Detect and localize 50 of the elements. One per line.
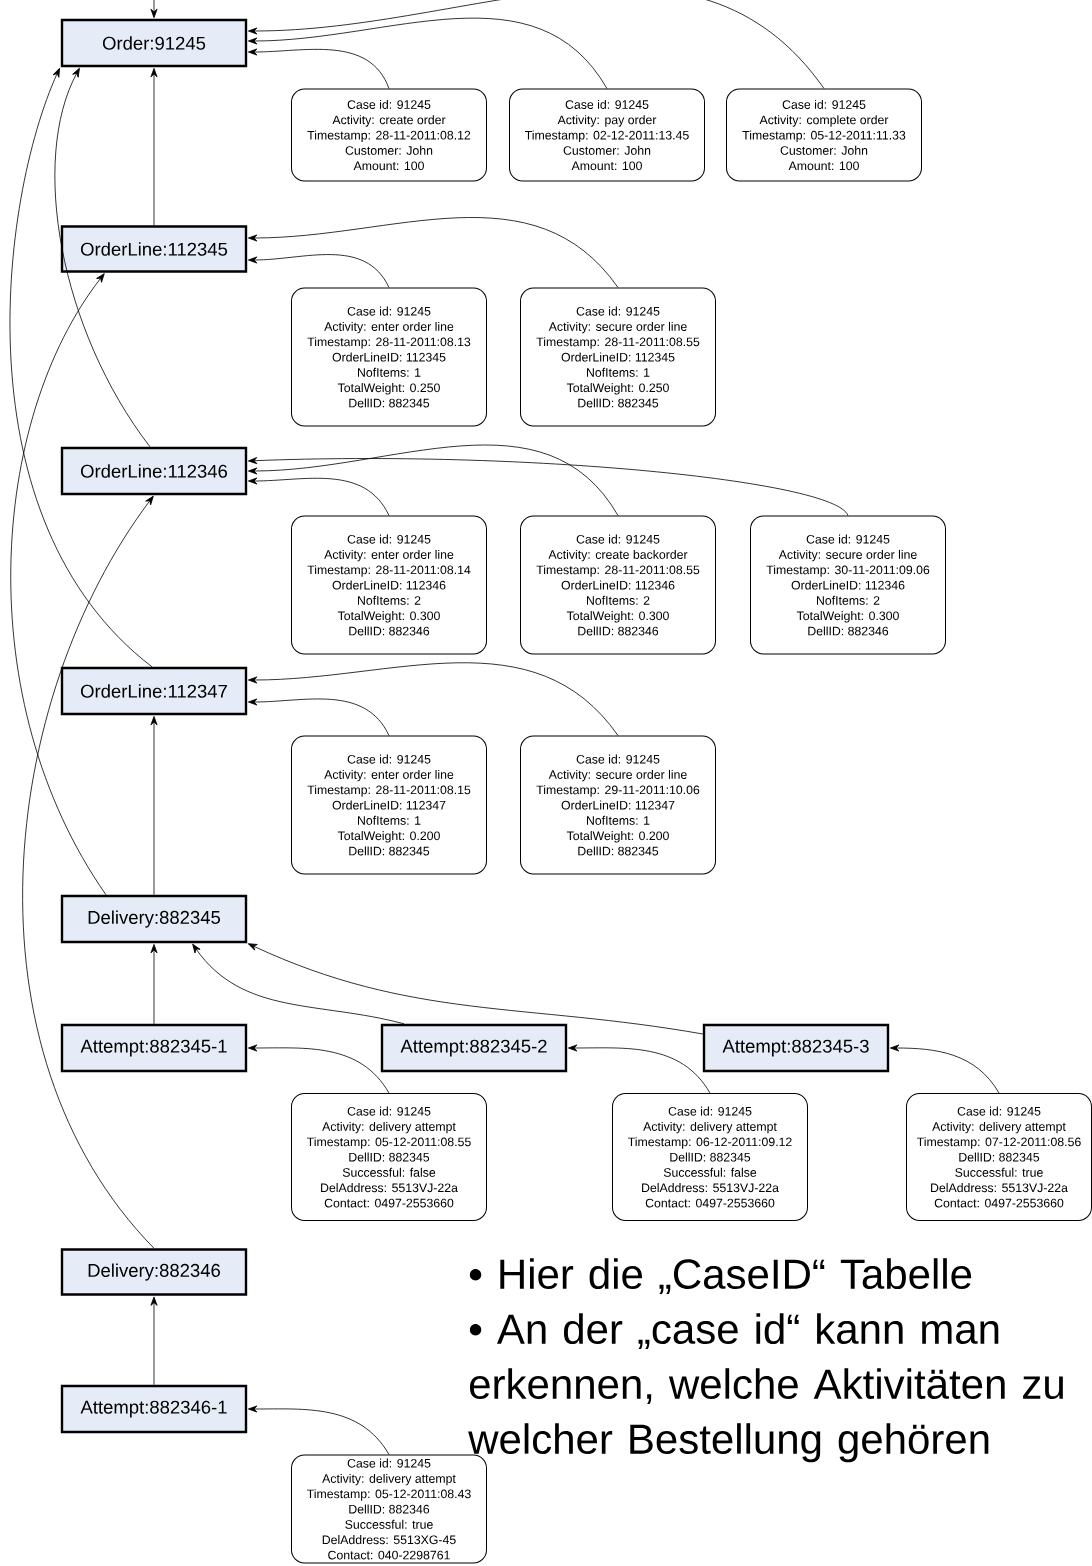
entity-box: Delivery:882346 <box>60 1248 248 1296</box>
arrow <box>247 1044 390 1094</box>
entity-box: OrderLine:112345 <box>60 225 248 273</box>
arrow <box>247 217 619 288</box>
arrow <box>22 495 155 1249</box>
event-box: Case id: 91245 Activity: secure order line Timestamp: 30-11-2011:09.06 OrderLineID: 112346 NofItems: 2 TotalWeight: 0.300 DellID: 882346 <box>750 515 946 655</box>
arrow <box>247 698 390 736</box>
event-box: Case id: 91245 Activity: complete order Timestamp: 05-12-2011:11.33 Customer: John Amount: 100 <box>726 88 922 182</box>
entity-box: Attempt:882345-3 <box>702 1023 890 1073</box>
event-box: Case id: 91245 Activity: delivery attempt Timestamp: 06-12-2011:09.12 DellID: 882345 Successful: false DelAddress: 5513VJ-22a Contact: 0497-2553660 <box>612 1093 808 1221</box>
arrow <box>150 944 158 1025</box>
arrow <box>10 273 107 896</box>
arrow <box>247 943 704 1035</box>
arrow <box>567 1044 711 1094</box>
event-box: Case id: 91245 Activity: create backorder Timestamp: 28-11-2011:08.55 OrderLineID: 112346 NofItems: 2 TotalWeight: 0.300 DellID: 882346 <box>520 515 716 655</box>
entity-box: OrderLine:112347 <box>60 666 248 716</box>
event-box: Case id: 91245 Activity: secure order line Timestamp: 28-11-2011:08.55 OrderLineID: 112345 NofItems: 1 TotalWeight: 0.250 DellID: 882345 <box>520 287 716 427</box>
arrow <box>247 254 390 288</box>
arrow <box>9 67 153 668</box>
event-box: Case id: 91245 Activity: enter order line Timestamp: 28-11-2011:08.15 OrderLineID: 112347 NofItems: 1 TotalWeight: 0.200 DellID: 882345 <box>291 735 487 875</box>
event-box: Case id: 91245 Activity: secure order line Timestamp: 29-11-2011:10.06 OrderLineID: 112347 NofItems: 1 TotalWeight: 0.200 DellID: 882345 <box>520 735 716 875</box>
event-box: Case id: 91245 Activity: pay order Timestamp: 02-12-2011:13.45 Customer: John Amount: 100 <box>509 88 705 182</box>
event-box: Case id: 91245 Activity: create order Timestamp: 28-11-2011:08.12 Customer: John Amount: 100 <box>291 88 487 182</box>
arrow <box>247 444 619 516</box>
entity-box: Attempt:882346-1 <box>60 1384 248 1434</box>
entity-box: Attempt:882345-1 <box>60 1023 248 1073</box>
entity-box: OrderLine:112346 <box>60 446 248 496</box>
arrow <box>247 457 849 516</box>
entity-box: Order:91245 <box>60 18 248 68</box>
arrow <box>247 0 825 89</box>
event-box: Case id: 91245 Activity: delivery attempt Timestamp: 05-12-2011:08.43 DellID: 882346 Successful: true DelAddress: 5513XG-45 Contact: 040-2298761 <box>291 1454 487 1564</box>
event-box: Case id: 91245 Activity: delivery attempt Timestamp: 07-12-2011:08.56 DellID: 882345 Successful: true DelAddress: 5513VJ-22a Contact: 0497-2553660 <box>906 1093 1092 1221</box>
arrow <box>889 1044 1000 1094</box>
arrow <box>150 0 158 19</box>
entity-box: Attempt:882345-2 <box>380 1023 568 1073</box>
arrow <box>150 67 158 226</box>
event-box: Case id: 91245 Activity: enter order line Timestamp: 28-11-2011:08.14 OrderLineID: 112346 NofItems: 2 TotalWeight: 0.300 DellID: 882346 <box>291 515 487 655</box>
arrow <box>150 716 158 896</box>
arrow <box>247 1405 390 1455</box>
arrow <box>247 477 390 516</box>
arrow <box>150 1296 158 1386</box>
arrow <box>247 662 619 736</box>
event-box: Case id: 91245 Activity: delivery attempt Timestamp: 05-12-2011:08.55 DellID: 882345 Successful: false DelAddress: 5513VJ-22a Contact: 0497-2553660 <box>291 1093 487 1221</box>
arrow <box>247 48 390 89</box>
arrow <box>247 17 608 89</box>
arrow <box>192 943 405 1025</box>
event-box: Case id: 91245 Activity: enter order line Timestamp: 28-11-2011:08.13 OrderLineID: 112345 NofItems: 1 TotalWeight: 0.250 DellID: 882345 <box>291 287 487 427</box>
entity-box: Delivery:882345 <box>60 894 248 944</box>
bullet-text: • Hier die „CaseID“ Tabelle <box>469 1258 972 1294</box>
arrow <box>54 67 151 448</box>
